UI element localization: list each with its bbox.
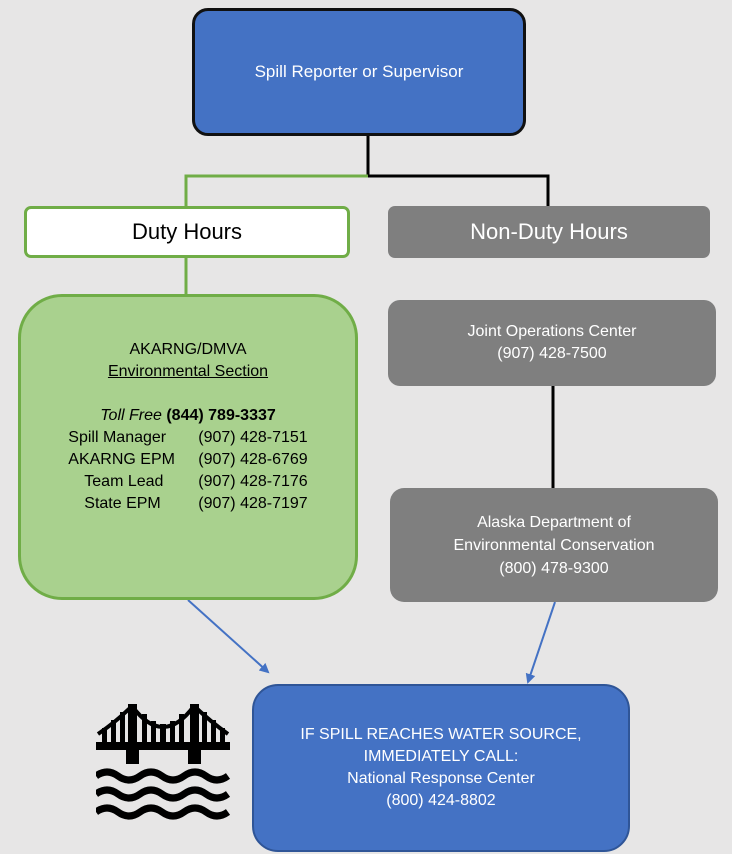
nrc-phone: (800) 424-8802 [386,792,496,809]
nrc-name: National Response Center [347,770,535,787]
duty-hours-label: Duty Hours [131,219,243,244]
toll-free-number: (844) 789-3337 [166,407,276,424]
arrow-env-to-nrc [187,599,270,674]
contact-row: Spill Manager (907) 428-7151 [21,427,355,449]
contact-phone: (907) 428-7151 [198,429,308,446]
toll-free-line: Toll Free (844) 789-3337 [100,405,276,427]
nrc-warning-line2: IMMEDIATELY CALL: [363,748,519,765]
contact-role: State EPM [84,495,161,512]
contact-row: AKARNG EPM (907) 428-6769 [21,449,355,471]
adec-phone: (800) 478-9300 [499,559,609,577]
joint-operations-center-box: Joint Operations Center (907) 428-7500 [388,300,716,386]
environmental-section-box: AKARNG/DMVA Environmental Section Toll F… [18,294,358,600]
contact-phone: (907) 428-7176 [198,473,308,490]
joc-phone: (907) 428-7500 [497,345,607,362]
non-duty-hours-box: Non-Duty Hours [388,206,710,258]
arrow-adec-to-nrc [525,601,556,684]
contact-phone: (907) 428-6769 [198,451,308,468]
nrc-warning-line1: IF SPILL REACHES WATER SOURCE, [300,726,582,743]
contact-row: State EPM (907) 428-7197 [21,493,355,515]
env-org-name: AKARNG/DMVA [129,341,247,358]
env-section-name: Environmental Section [107,363,269,380]
contact-role: AKARNG EPM [68,451,175,468]
spill-reporter-label: Spill Reporter or Supervisor [254,62,464,81]
non-duty-hours-label: Non-Duty Hours [470,219,628,244]
contact-role: Team Lead [84,473,164,490]
connector-top-to-duty [184,174,368,206]
national-response-center-box: IF SPILL REACHES WATER SOURCE, IMMEDIATE… [252,684,630,852]
adec-box: Alaska Department of Environmental Conse… [390,488,718,602]
joc-name: Joint Operations Center [467,323,637,340]
connector-top-to-nonduty [366,136,550,206]
contact-row: Team Lead (907) 428-7176 [21,471,355,493]
bridge-over-water-icon [96,704,230,820]
contact-phone: (907) 428-7197 [198,495,308,512]
duty-hours-box: Duty Hours [24,206,350,258]
toll-free-label: Toll Free [100,407,162,424]
spill-reporter-box: Spill Reporter or Supervisor [192,8,526,136]
contact-role: Spill Manager [68,429,167,446]
adec-name-line2: Environmental Conservation [453,536,655,554]
adec-name-line1: Alaska Department of [477,513,631,531]
